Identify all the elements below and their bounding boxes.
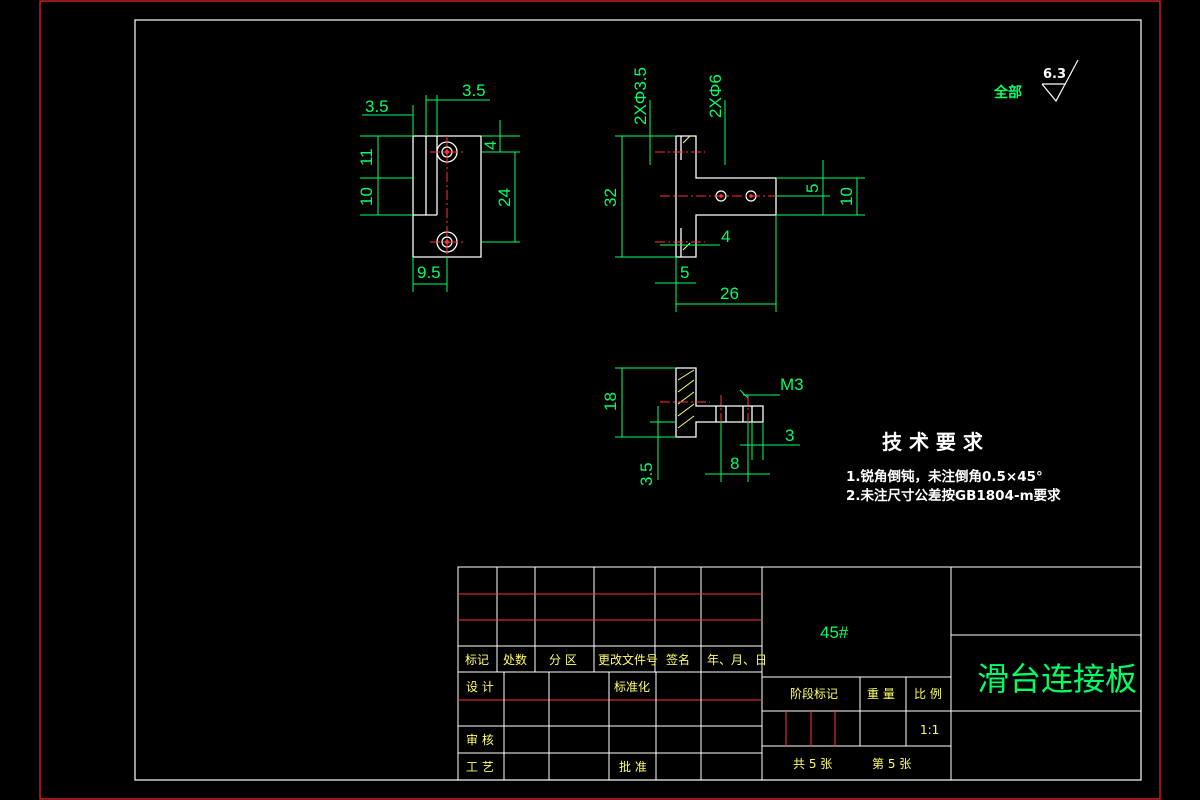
stage-mark-label: 阶段标记: [790, 686, 838, 701]
process-label: 工 艺: [466, 760, 494, 774]
dim-label: 10: [837, 187, 856, 206]
dim-label: 3.5: [365, 97, 389, 116]
dim-label: 10: [357, 187, 376, 206]
dim-label: 4: [721, 227, 730, 246]
scale-label: 比 例: [914, 687, 942, 701]
surface-finish-label: 全部: [993, 84, 1022, 101]
header-cell: 分 区: [549, 653, 577, 667]
surface-finish-value: 6.3: [1043, 67, 1066, 82]
technical-requirements: 技 术 要 求 1.锐角倒钝，未注倒角0.5×45° 2.未注尺寸公差按GB18…: [846, 430, 1061, 504]
dim-label: 2XΦ3.5: [631, 67, 650, 125]
dim-label: 3.5: [462, 81, 486, 100]
dim-label: 4: [481, 141, 500, 150]
dim-label: 9.5: [417, 263, 441, 282]
surface-finish-symbol: 全部 6.3: [993, 59, 1079, 103]
weight-label: 重 量: [867, 687, 895, 701]
header-cell: 签名: [666, 652, 690, 667]
dim-label: 8: [730, 454, 739, 473]
front-view: 2XΦ3.5 2XΦ6 32 5 10 4 5 26: [601, 67, 865, 312]
tech-req-line: 1.锐角倒钝，未注倒角0.5×45°: [846, 468, 1043, 485]
header-cell: 标记: [465, 653, 489, 667]
standardize-label: 标准化: [614, 680, 650, 694]
dim-label: 18: [601, 392, 620, 411]
dim-label: 2XΦ6: [706, 74, 725, 118]
header-cell: 年、月、日: [707, 653, 767, 667]
dim-label: 3: [785, 426, 794, 445]
tech-req-line: 2.未注尺寸公差按GB1804-m要求: [846, 487, 1061, 504]
design-label: 设 计: [466, 680, 494, 694]
dim-label: 5: [803, 184, 822, 193]
scale-value: 1:1: [920, 723, 939, 737]
title-block: 45# 滑台连接板 标记 处数 分 区 更改文件号 签名 年、月、日 设 计 标…: [457, 566, 1142, 781]
sheet-number: 第 5 张: [872, 757, 911, 771]
dim-label: 11: [357, 148, 376, 166]
side-view: M3 18 3 8 3.5: [601, 367, 804, 486]
material-label: 45#: [820, 623, 849, 642]
header-cell: 处数: [503, 652, 527, 667]
dim-label: 5: [680, 263, 689, 282]
dim-label: M3: [780, 375, 804, 394]
dim-label: 3.5: [637, 462, 656, 486]
dim-label: 26: [720, 284, 739, 303]
dim-label: 32: [601, 188, 620, 207]
tech-req-title: 技 术 要 求: [882, 430, 984, 454]
part-name: 滑台连接板: [977, 660, 1137, 698]
outer-border: [39, 0, 1161, 800]
dim-label: 24: [495, 188, 514, 207]
review-label: 审 核: [466, 732, 494, 747]
top-view: 3.5 3.5 11 10 4 24 9.5: [357, 81, 520, 292]
sheets-total: 共 5 张: [793, 757, 832, 771]
approve-label: 批 准: [619, 759, 647, 774]
header-cell: 更改文件号: [598, 652, 658, 667]
